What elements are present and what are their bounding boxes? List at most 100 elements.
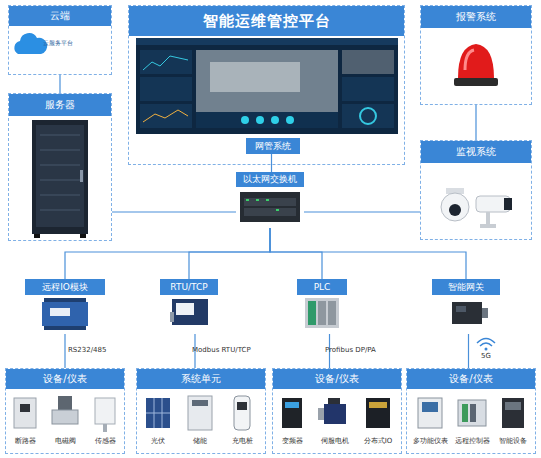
power-meter-part	[422, 402, 438, 412]
rtu-device-part	[176, 303, 194, 315]
smart-device-part	[505, 402, 521, 410]
node-header: 监视系统	[421, 141, 531, 163]
gateway-device-part	[452, 302, 482, 324]
ethernet-switch	[240, 192, 300, 222]
gateway-device	[452, 302, 488, 324]
bus-label: Profibus DP/PA	[325, 346, 376, 354]
smart-device-part	[502, 398, 524, 428]
server-rack-part	[40, 135, 80, 136]
dashboard-screen-part	[143, 110, 188, 122]
charging-pile	[234, 396, 250, 430]
storage-cabinet	[188, 396, 212, 430]
dashboard-screen-part	[271, 116, 279, 124]
node-box: 网管系统	[246, 138, 300, 154]
distributed-io-part	[366, 398, 390, 428]
cameras-part	[486, 212, 490, 224]
charging-pile-part	[234, 396, 250, 430]
plc-device-part	[318, 301, 326, 325]
server-rack-part	[36, 125, 84, 227]
dashboard-screen-part	[140, 104, 192, 128]
device-caption: 多功能仪表	[413, 436, 448, 446]
gateway-device-part	[456, 306, 466, 312]
rtu-device	[170, 299, 208, 325]
power-meter	[418, 398, 442, 428]
device-caption: 电磁阀	[55, 436, 76, 446]
node-header: 设备/仪表	[273, 369, 401, 389]
server-rack-part	[34, 234, 40, 238]
node-header: 以太网交换机	[236, 172, 304, 187]
node-box: PLC	[297, 279, 347, 334]
breaker-part	[20, 404, 30, 412]
servo-motor-part	[328, 398, 340, 404]
device-caption: 伺服电机	[321, 436, 349, 446]
storage-cabinet-part	[192, 400, 208, 406]
server-rack-part	[80, 234, 86, 238]
node-box: RTU/TCP	[160, 279, 218, 334]
server-rack-part	[40, 195, 80, 196]
io-module-part	[44, 298, 86, 302]
wifi-icon-part	[480, 343, 492, 346]
remote-controller-part	[470, 404, 476, 422]
connector-line	[189, 228, 270, 279]
server-rack-part	[40, 165, 80, 166]
node-box: 智能网关	[432, 279, 500, 334]
distributed-io	[366, 398, 390, 428]
cloud-icon-part	[14, 33, 47, 54]
dashboard-screen-part	[196, 50, 338, 112]
node-box: 以太网交换机	[236, 172, 304, 228]
node-header: 智能网关	[432, 279, 500, 295]
storage-cabinet-part	[188, 396, 212, 430]
dashboard-screen-part	[136, 38, 398, 45]
node-header: RTU/TCP	[160, 279, 218, 295]
node-header: 设备/仪表	[6, 369, 124, 389]
distributed-io-part	[369, 402, 387, 408]
server-rack-part	[40, 150, 80, 151]
device-caption: 分布式IO	[364, 436, 393, 446]
io-module-part	[50, 308, 70, 316]
dashboard-screen-part	[136, 38, 398, 134]
dashboard-screen-part	[143, 56, 188, 70]
plc-device-part	[308, 301, 316, 325]
dashboard-screen	[136, 38, 398, 134]
node-box: 报警系统	[420, 5, 532, 105]
dashboard-screen-part	[210, 62, 300, 92]
charging-pile-part	[237, 402, 247, 410]
smart-device	[502, 398, 524, 428]
solenoid-valve-part	[52, 410, 78, 424]
plc-device-part	[305, 298, 339, 328]
breaker-part	[14, 398, 36, 428]
connector-line	[475, 105, 476, 140]
wifi-icon-part	[485, 348, 488, 351]
device-caption: 光伏	[151, 436, 165, 446]
breaker	[14, 398, 36, 428]
node-box: 远程IO模块	[25, 279, 105, 334]
device-caption: 储能	[193, 436, 207, 446]
inverter-part	[282, 398, 302, 428]
device-caption: 智能设备	[499, 436, 527, 446]
servo-motor-part	[318, 408, 324, 420]
solar-panel-part	[146, 398, 170, 428]
dashboard-screen-part	[342, 50, 394, 74]
cameras-part	[480, 224, 496, 228]
alarm-light	[454, 44, 498, 86]
gateway-device-part	[482, 308, 488, 318]
cameras	[441, 188, 512, 228]
solar-panel-part	[146, 413, 170, 414]
dashboard-screen-part	[140, 77, 192, 101]
connector-line	[59, 75, 60, 93]
ethernet-switch-part	[244, 198, 296, 206]
plc-device-part	[328, 301, 336, 325]
node-header: 云端	[9, 6, 111, 26]
ethernet-switch-part	[266, 199, 269, 201]
solar-panel	[146, 398, 170, 428]
io-module-part	[42, 302, 88, 326]
cameras-part	[449, 204, 461, 216]
alarm-light-part	[465, 50, 474, 70]
server-rack	[32, 120, 88, 238]
inverter	[282, 398, 302, 428]
dashboard-screen-part	[342, 104, 394, 128]
dashboard-screen-part	[342, 77, 394, 101]
ethernet-switch-part	[256, 199, 259, 201]
device-caption: 远程控制器	[455, 436, 490, 446]
